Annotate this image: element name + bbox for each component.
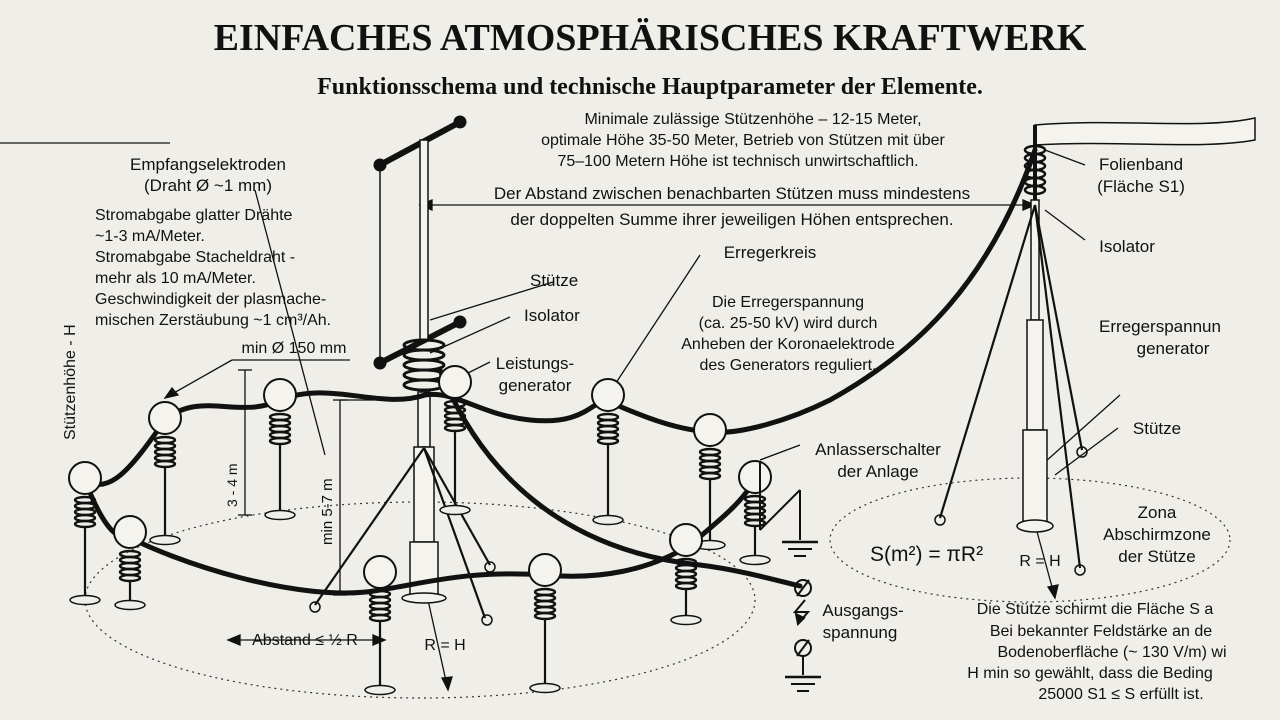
generator-station-5: [438, 365, 472, 516]
spacing-label: Abstand ≤ ½ R: [252, 632, 358, 649]
support-height-axis-label: Stützenhöhe - H: [62, 324, 79, 440]
left-shield-zone: [84, 501, 756, 699]
generator-station-7: [693, 413, 727, 551]
min-diameter-label: min Ø 150 mm: [242, 340, 347, 357]
exciter-note-line-2: (ca. 25-50 kV) wird durch: [699, 315, 878, 332]
output-voltage-label-line-1: Ausgangs-: [822, 601, 903, 620]
exciter-note-line-1: Die Erregerspannung: [712, 294, 864, 311]
power-generator-label-line-1: Leistungs-: [496, 354, 574, 373]
electrode-ball-2: [453, 115, 467, 129]
generator-station-9: [363, 555, 397, 696]
r-equals-h-left: R = H: [424, 637, 465, 654]
height-3-4m-label: 3 - 4 m: [224, 463, 240, 507]
current-note-line-6: mischen Zerstäubung ~1 cm³/Ah.: [95, 312, 331, 329]
stuetze-left-label: Stütze: [530, 271, 578, 290]
starter-switch: [759, 462, 818, 557]
text-layer: EINFACHES ATMOSPHÄRISCHES KRAFTWERK Funk…: [62, 17, 1227, 703]
current-note-line-1: Stromabgabe glatter Drähte: [95, 207, 293, 224]
exciter-generator-label-line-1: Erregerspannun: [1099, 317, 1221, 336]
current-note-line-4: mehr als 10 mA/Meter.: [95, 270, 256, 287]
output-voltage-label-line-2: spannung: [823, 623, 898, 642]
height-note-line-3: 75–100 Metern Höhe ist technisch unwirts…: [557, 153, 918, 170]
exciter-generator-label-line-2: generator: [1137, 339, 1210, 358]
erregerkreis-label: Erregerkreis: [724, 243, 817, 262]
foil-band-label-line-1: Folienband: [1099, 155, 1183, 174]
zone-label-line-1: Zona: [1138, 503, 1177, 522]
generator-station-6: [591, 378, 625, 526]
stuetze-right-label: Stütze: [1133, 419, 1181, 438]
r-equals-h-right: R = H: [1019, 553, 1060, 570]
height-note-line-1: Minimale zulässige Stützenhöhe – 12-15 M…: [584, 111, 921, 128]
isolator-right-label: Isolator: [1099, 237, 1155, 256]
shield-note-line-3: Bodenoberfläche (~ 130 V/m) wi: [997, 644, 1226, 661]
main-title: EINFACHES ATMOSPHÄRISCHES KRAFTWERK: [214, 17, 1087, 59]
generator-station-10: [528, 553, 562, 694]
shield-note-line-1: Die Stütze schirmt die Fläche S a: [977, 601, 1214, 618]
power-generator-label-line-2: generator: [499, 376, 572, 395]
electrode-ball-4: [453, 315, 467, 329]
exciter-note-line-4: des Generators reguliert.: [700, 357, 877, 374]
distance-note-line-2: der doppelten Summe ihrer jeweiligen Höh…: [510, 210, 953, 229]
current-note-line-2: ~1-3 mA/Meter.: [95, 228, 205, 245]
formula: S(m²) = πR²: [870, 543, 983, 566]
electrodes-label-line-2: (Draht Ø ~1 mm): [144, 176, 272, 195]
zone-label-line-3: der Stütze: [1118, 547, 1196, 566]
electrodes-label-line-1: Empfangselektroden: [130, 155, 286, 174]
exciter-note-line-3: Anheben der Koronaelektrode: [681, 336, 895, 353]
current-note-line-5: Geschwindigkeit der plasmache-: [95, 291, 326, 308]
generator-station-8: [738, 460, 772, 566]
output-terminals: [785, 579, 821, 692]
subtitle: Funktionsschema und technische Hauptpara…: [317, 74, 983, 100]
generator-station-4: [113, 515, 147, 611]
shield-note-line-5: 25000 S1 ≤ S erfüllt ist.: [1038, 686, 1203, 703]
electrode-ball-3: [373, 356, 387, 370]
distance-note-line-1: Der Abstand zwischen benachbarten Stütze…: [494, 184, 970, 203]
main-support-tower: [309, 115, 496, 626]
isolator-left-label: Isolator: [524, 306, 580, 325]
foil-band-label-line-2: (Fläche S1): [1097, 177, 1185, 196]
electrode-ball-1: [373, 158, 387, 172]
generator-station-3: [68, 461, 102, 606]
shield-note-line-4: H min so gewählt, dass die Beding: [967, 665, 1212, 682]
zone-label-line-2: Abschirmzone: [1103, 525, 1211, 544]
generator-station-11: [669, 523, 703, 626]
height-note-line-2: optimale Höhe 35-50 Meter, Betrieb von S…: [541, 132, 945, 149]
right-support-tower: [934, 117, 1256, 576]
generator-station-1: [148, 401, 182, 546]
shield-note-line-2: Bei bekannter Feldstärke an de: [990, 623, 1212, 640]
generator-stations: [68, 365, 772, 696]
generator-station-2: [263, 378, 297, 521]
starter-switch-label-line-2: der Anlage: [837, 462, 918, 481]
current-note-line-3: Stromabgabe Stacheldraht -: [95, 249, 295, 266]
starter-switch-label-line-1: Anlasserschalter: [815, 440, 941, 459]
height-min-5-7m-label: min 5-7 m: [319, 478, 336, 545]
